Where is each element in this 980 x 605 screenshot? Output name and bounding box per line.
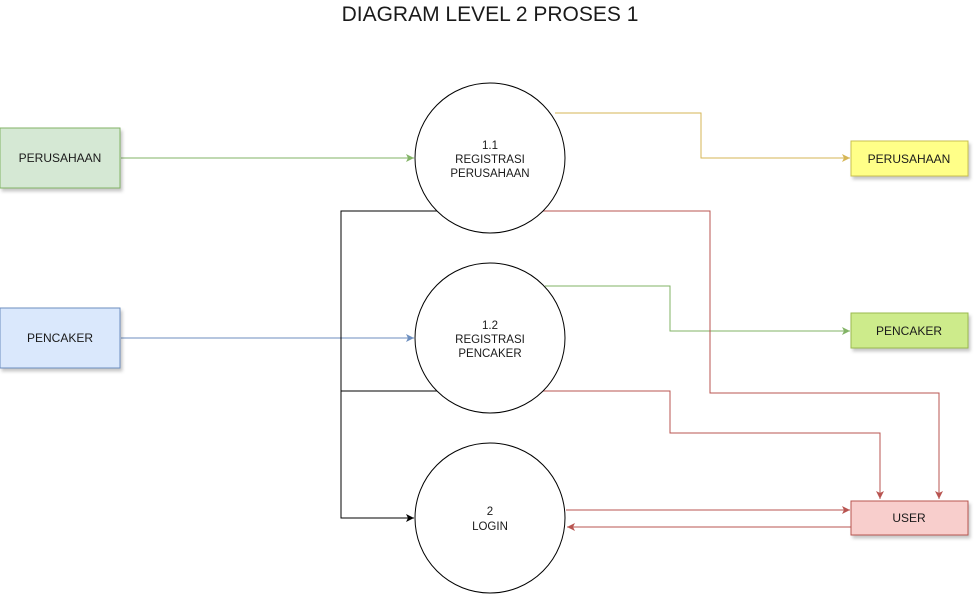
entity-perusahaan-source-label: PERUSAHAAN — [19, 151, 102, 165]
process-registrasi-perusahaan-number: 1.1 — [482, 140, 498, 152]
process-login-line1: LOGIN — [472, 521, 508, 533]
process-registrasi-pencaker-number: 1.2 — [482, 320, 498, 332]
flow-registrasi-perusahaan-to-user — [541, 210, 943, 499]
process-registrasi-perusahaan[interactable]: 1.1 REGISTRASI PERUSAHAAN — [414, 82, 566, 234]
process-login-number: 2 — [487, 506, 493, 518]
process-registrasi-pencaker-line1: REGISTRASI — [455, 334, 525, 346]
process-registrasi-pencaker[interactable]: 1.2 REGISTRASI PENCAKER — [414, 262, 566, 414]
flow-registrasi-pencaker-to-user — [541, 390, 884, 499]
process-registrasi-perusahaan-line2: PERUSAHAAN — [450, 168, 529, 180]
diagram-title: DIAGRAM LEVEL 2 PROSES 1 — [342, 3, 639, 26]
entity-pencaker-source-label: PENCAKER — [27, 331, 93, 345]
flow-registrasi-perusahaan-to-perusahaan — [555, 112, 850, 162]
entity-pencaker-source[interactable]: PENCAKER — [0, 307, 121, 369]
flow-registrasi-perusahaan-to-login — [340, 210, 438, 522]
process-registrasi-perusahaan-line1: REGISTRASI — [455, 154, 525, 166]
flow-registrasi-pencaker-to-pencaker — [545, 285, 850, 335]
entity-pencaker-target[interactable]: PENCAKER — [850, 312, 969, 349]
entity-perusahaan-target[interactable]: PERUSAHAAN — [850, 140, 969, 177]
entity-pencaker-target-label: PENCAKER — [876, 324, 942, 338]
entity-perusahaan-target-label: PERUSAHAAN — [868, 152, 951, 166]
process-login[interactable]: 2 LOGIN — [414, 442, 566, 594]
entity-user[interactable]: USER — [850, 500, 969, 536]
entity-perusahaan-source[interactable]: PERUSAHAAN — [0, 127, 121, 189]
process-registrasi-pencaker-line2: PENCAKER — [458, 348, 521, 360]
entity-user-label: USER — [892, 511, 926, 525]
